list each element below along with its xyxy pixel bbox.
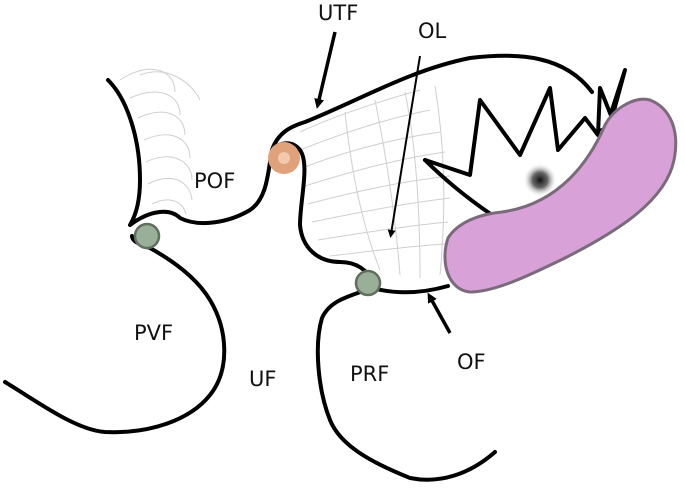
utf-arrow <box>314 31 337 109</box>
orange-dot <box>268 142 300 174</box>
outline-prf <box>315 286 497 482</box>
pof-hatching <box>119 68 201 215</box>
outline-of <box>370 284 450 295</box>
label-pvf: PVF <box>134 321 173 345</box>
crown-base <box>423 158 494 217</box>
label-prf: PRF <box>350 362 389 386</box>
outline-posterior-upper <box>106 53 594 227</box>
crown-shape <box>423 68 627 177</box>
green-dot-central <box>354 269 382 297</box>
label-utf: UTF <box>318 1 358 25</box>
dark-spot <box>523 163 557 197</box>
of-arrow <box>427 292 452 334</box>
label-uf: UF <box>249 367 276 391</box>
outline-central-loop <box>270 141 374 284</box>
violet-blob <box>443 97 678 294</box>
label-pof: POF <box>194 169 235 193</box>
ol-arrow <box>387 55 421 238</box>
label-of: OF <box>457 350 486 374</box>
outline-pvf <box>3 234 227 435</box>
ol-hatching <box>299 85 451 279</box>
green-dot-posterior <box>133 222 161 250</box>
label-ol: OL <box>418 19 447 43</box>
